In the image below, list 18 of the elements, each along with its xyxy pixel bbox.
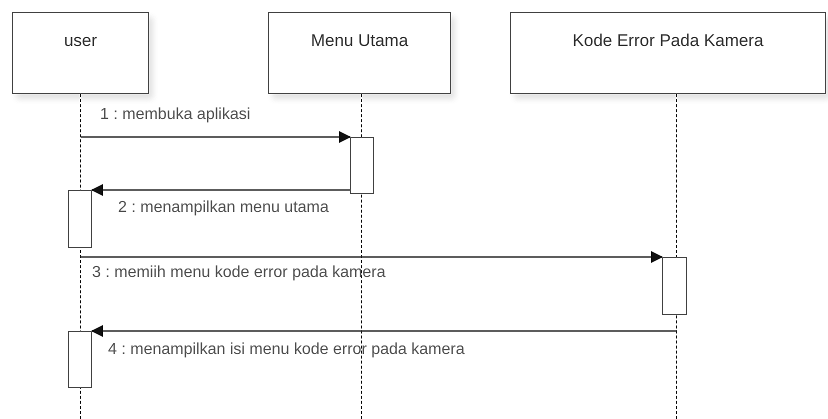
participant-box (12, 12, 149, 94)
participant-name: user (62, 31, 98, 51)
message-arrow (81, 131, 351, 143)
participant-box (268, 12, 451, 94)
participant-name: Kode Error Pada Kamera (572, 31, 764, 51)
message-label: 4 : menampilkan isi menu kode error pada kamera (108, 341, 465, 359)
message-arrow (81, 251, 663, 263)
activation-bar (68, 190, 92, 248)
activation-bar (350, 137, 374, 194)
message-arrow (91, 184, 350, 196)
participant-name: Menu Utama (310, 31, 410, 51)
message-label: 2 : menampilkan menu utama (118, 199, 329, 217)
message-label: 1 : membuka aplikasi (100, 106, 250, 124)
message-label: 3 : memiih menu kode error pada kamera (92, 264, 386, 282)
participant-box (510, 12, 826, 94)
activation-bar (68, 331, 92, 388)
message-arrow (91, 325, 677, 337)
activation-bar (662, 257, 687, 315)
